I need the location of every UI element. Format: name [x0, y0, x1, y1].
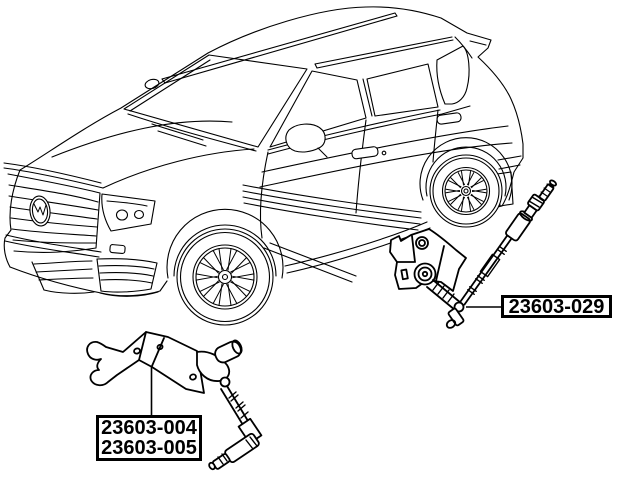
rear-sensor-bracket: [389, 228, 467, 292]
rear-door-shutline: [432, 109, 439, 163]
front-sensor-connector: [208, 417, 263, 471]
rear-door-handle: [436, 112, 462, 125]
rear-door-window: [366, 63, 439, 117]
part-number: 23603-005: [101, 437, 197, 459]
bracket-hole: [189, 373, 197, 381]
rear-spoiler: [469, 40, 487, 46]
rear-wheel: [429, 154, 503, 228]
grille: [7, 173, 101, 253]
front-door-handle: [351, 146, 379, 160]
door-handles: [351, 112, 462, 160]
part-number-callout-front[interactable]: 23603-004 23603-005: [96, 415, 202, 461]
part-number-callout-rear[interactable]: 23603-029: [501, 295, 612, 318]
front-sensor-bracket: [86, 331, 205, 394]
side-mirror: [285, 123, 326, 153]
b-pillar: [362, 78, 373, 117]
rear-sensor-lever: [426, 279, 465, 329]
bracket-slot: [400, 268, 409, 281]
keyhole: [381, 150, 387, 156]
vehicle-illustration: [3, 6, 524, 326]
part-number: 23603-004: [101, 417, 197, 439]
front-sensor-body: [196, 350, 231, 382]
headlight: [101, 193, 156, 232]
rear-sensor-link-rod: [459, 179, 557, 306]
roof-rails: [161, 12, 487, 84]
windshield: [123, 54, 308, 152]
front-door-window: [269, 70, 367, 148]
leader-lines: [150, 306, 502, 416]
wheel-arches: [166, 137, 513, 279]
rear-sensor-pivot: [413, 262, 437, 286]
bracket-grommet: [415, 236, 429, 250]
bracket-hole: [156, 343, 164, 351]
rear-height-sensor-illustration: [389, 179, 557, 329]
front-bumper-details: [4, 234, 158, 294]
front-wheel: [176, 228, 274, 326]
body-outline: [3, 6, 524, 268]
front-sensor-pivot: [214, 340, 242, 364]
front-door-rear-shutline: [355, 119, 367, 214]
far-side-mirror: [144, 78, 160, 90]
front-sensor-link-rod: [220, 385, 249, 426]
vw-logo: [29, 195, 51, 227]
hood-lines: [3, 120, 255, 189]
part-number: 23603-029: [508, 295, 605, 318]
front-sensor-ball-joint: [219, 376, 231, 388]
bracket-hole: [133, 347, 141, 355]
d-pillar: [454, 36, 473, 59]
front-height-sensor-illustration: [86, 331, 263, 471]
body-side-lines: [242, 109, 513, 283]
quarter-window: [436, 45, 470, 105]
front-door-shutline: [259, 151, 269, 239]
